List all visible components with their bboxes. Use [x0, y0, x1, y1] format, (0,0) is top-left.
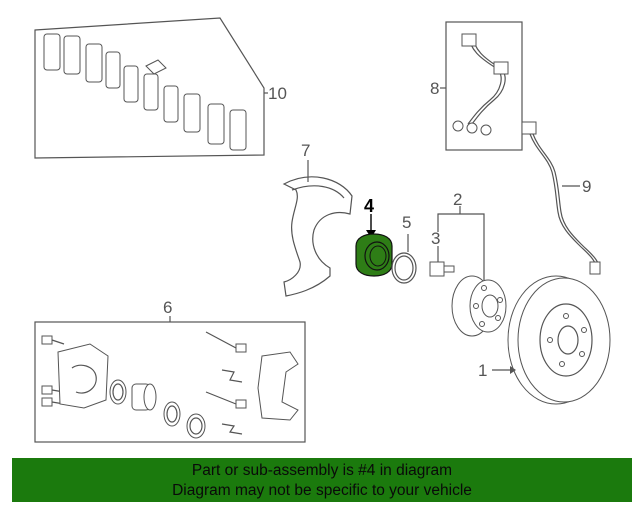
callout-4: 4: [364, 196, 374, 216]
caliper-group: 6: [34, 298, 306, 443]
info-banner: Part or sub-assembly is #4 in diagram Di…: [12, 458, 632, 502]
callout-5: 5: [402, 213, 411, 232]
callout-3: 3: [431, 229, 440, 248]
banner-line-2: Diagram may not be specific to your vehi…: [172, 482, 472, 499]
hub-bolt: [429, 261, 445, 277]
callout-10: 10: [268, 84, 287, 103]
callout-1: 1: [478, 361, 487, 380]
callout-9: 9: [582, 177, 591, 196]
callout-2: 2: [453, 190, 462, 209]
callout-6: 6: [163, 298, 172, 317]
caliper-body: [57, 343, 109, 409]
brake-rotor: 1: [478, 275, 611, 405]
brake-pads: [43, 33, 247, 151]
banner-line-1: Part or sub-assembly is #4 in diagram: [191, 462, 453, 479]
brake-hose-group: 8: [430, 21, 523, 151]
hose-box: [445, 21, 523, 151]
hub-bearing-highlighted: 4: [355, 196, 393, 277]
hub-and-bolt: 2 3: [429, 190, 507, 337]
callout-7: 7: [301, 141, 310, 160]
caliper-bracket: [257, 351, 299, 421]
splash-shield: 7: [282, 141, 353, 297]
abs-sensor-wire: 9: [521, 121, 601, 275]
brake-pad-set-group: 10: [34, 17, 287, 159]
snap-ring: 5: [391, 213, 417, 284]
brake-hose: [467, 33, 502, 125]
pad-set-box: [34, 17, 265, 159]
callout-8: 8: [430, 79, 439, 98]
parts-diagram: 10 8 9 7 4: [34, 17, 611, 443]
